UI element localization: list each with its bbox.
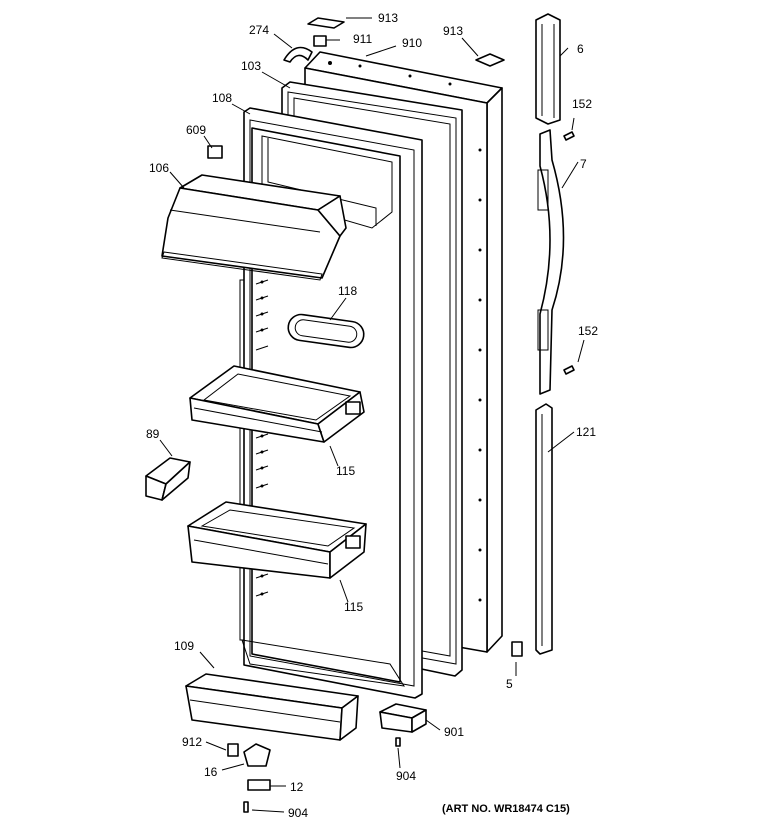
callout-labels: 913 274 911 910 913 6 103 152 108 609 7 …	[146, 11, 598, 820]
door-bin-115-lower	[187, 501, 367, 579]
callout-106: 106	[149, 161, 169, 175]
callout-274: 274	[249, 23, 269, 37]
screw-152-upper	[563, 131, 575, 141]
bushing-912	[227, 743, 239, 757]
door-bin-115-upper	[189, 365, 365, 443]
shelf-rail-rungs	[255, 279, 269, 597]
callout-913-side: 913	[443, 24, 463, 38]
callout-115-upper: 115	[336, 464, 355, 478]
oval-trim-118	[287, 313, 365, 349]
callout-103: 103	[241, 59, 261, 73]
handle-7	[537, 129, 565, 395]
bracket-89	[145, 457, 191, 501]
screw-904-right	[395, 737, 401, 747]
callout-16: 16	[204, 765, 218, 779]
callout-118: 118	[338, 284, 357, 298]
callout-121: 121	[576, 425, 596, 439]
hinge-cover-901	[379, 703, 427, 733]
trim-6	[535, 13, 561, 125]
callout-901: 901	[444, 725, 464, 739]
callout-108: 108	[212, 91, 232, 105]
callout-115-lower: 115	[344, 600, 363, 614]
callout-904-right: 904	[396, 769, 416, 783]
leader-lines	[159, 17, 585, 813]
cap-913-side	[475, 53, 505, 67]
clip-609	[207, 145, 223, 159]
bushing-911	[313, 35, 327, 47]
callout-5: 5	[506, 677, 513, 691]
callout-910: 910	[402, 36, 422, 50]
cap-913-top	[307, 17, 345, 29]
callout-913-top: 913	[378, 11, 398, 25]
callout-12: 12	[290, 780, 304, 794]
callout-609: 609	[186, 123, 206, 137]
bottom-bin-109	[185, 673, 359, 741]
callout-152-lower: 152	[578, 324, 598, 338]
callout-109: 109	[174, 639, 194, 653]
callout-912: 912	[182, 735, 202, 749]
stop-5	[511, 641, 523, 657]
callout-89: 89	[146, 427, 160, 441]
screw-904-bottom	[243, 801, 249, 813]
callout-152-upper: 152	[572, 97, 592, 111]
trim-121	[535, 403, 553, 655]
hinge-274	[283, 46, 313, 63]
hinge-16	[243, 743, 271, 767]
callout-911: 911	[353, 32, 372, 46]
callout-904-bottom: 904	[288, 806, 308, 820]
art-number: (ART NO. WR18474 C15)	[442, 803, 570, 815]
callout-7: 7	[580, 157, 587, 171]
part-12	[247, 779, 271, 791]
callout-6: 6	[577, 42, 584, 56]
screw-152-lower	[563, 365, 575, 375]
dairy-cover-106	[161, 174, 347, 281]
